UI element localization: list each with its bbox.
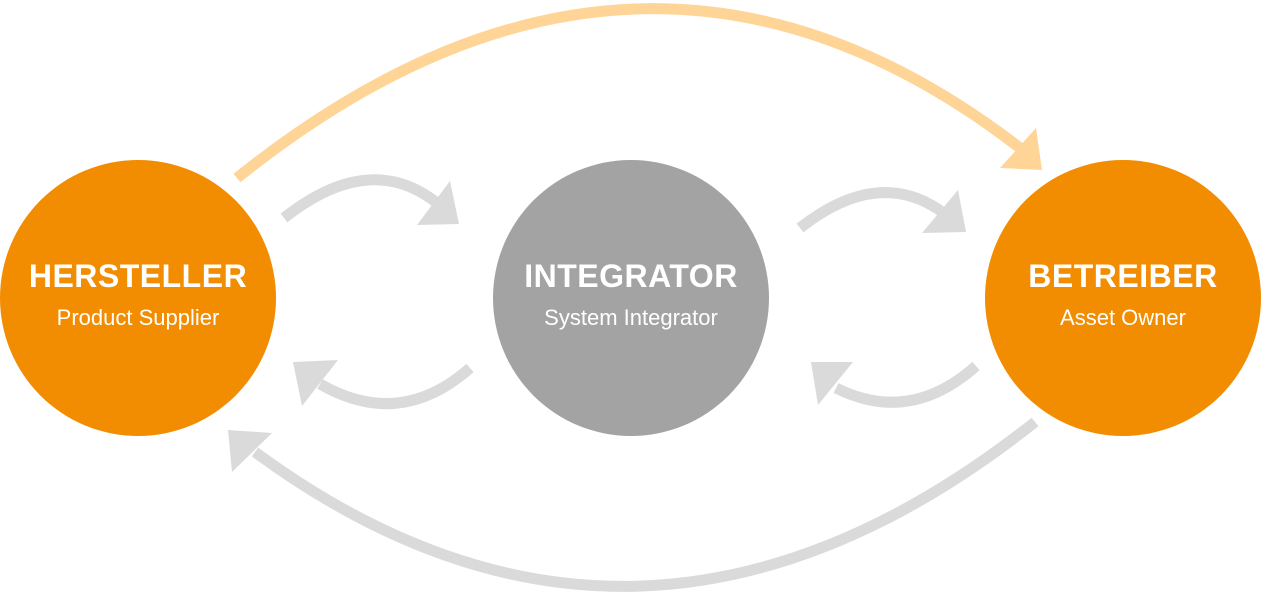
node-subtitle: Asset Owner xyxy=(1060,304,1186,330)
node-hersteller: HERSTELLER Product Supplier xyxy=(0,160,276,436)
node-title: HERSTELLER xyxy=(28,257,248,294)
node-title: BETREIBER xyxy=(1028,257,1218,294)
arrowhead-icon xyxy=(293,360,338,406)
node-subtitle: Product Supplier xyxy=(56,304,220,330)
arrowhead-icon xyxy=(228,430,272,472)
arrow-hersteller-to-betreiber xyxy=(233,3,1024,183)
arrow-hersteller-to-integrator xyxy=(280,174,441,223)
arrow-betreiber-to-hersteller xyxy=(251,417,1039,592)
node-title: INTEGRATOR xyxy=(524,257,738,294)
arrowhead-icon xyxy=(417,181,459,225)
node-subtitle: System Integrator xyxy=(544,304,718,330)
arrow-integrator-to-hersteller xyxy=(317,363,474,410)
arrowhead-icon xyxy=(811,362,853,405)
arrow-betreiber-to-integrator xyxy=(833,361,980,408)
node-integrator: INTEGRATOR System Integrator xyxy=(493,160,769,436)
node-betreiber: BETREIBER Asset Owner xyxy=(985,160,1261,436)
arrow-integrator-to-betreiber xyxy=(796,187,949,233)
arrowhead-icon xyxy=(922,190,966,233)
arrowhead-icon xyxy=(1000,128,1042,170)
